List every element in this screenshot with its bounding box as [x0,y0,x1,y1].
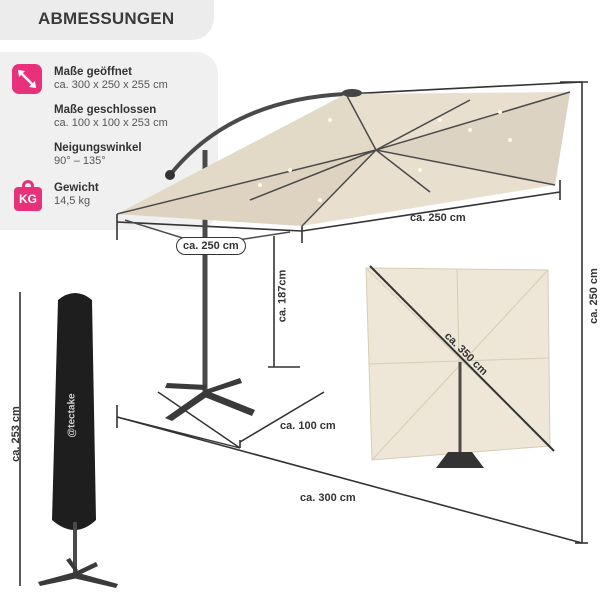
weight-kg-icon: KG [14,180,42,212]
umbrella-canopy [116,89,571,227]
dimension-lines [19,81,588,586]
spec-tilt: Neigungswinkel 90° – 135° [54,142,142,167]
spec-weight-value: 14,5 kg [54,195,91,207]
base-label: ca. 100 cm [280,420,336,432]
spec-open-label: Maße geöffnet [54,66,132,78]
top-view-canopy [365,265,555,468]
spec-open: Maße geöffnet ca. 300 x 250 x 255 cm [54,66,168,91]
spec-tilt-label: Neigungswinkel [54,142,142,154]
spec-closed: Maße geschlossen ca. 100 x 100 x 253 cm [54,104,168,129]
spec-open-value: ca. 300 x 250 x 255 cm [54,79,168,91]
closed-umbrella [38,293,118,588]
spec-tilt-value: 90° – 135° [54,155,106,167]
resize-arrows-icon [12,64,42,94]
kg-icon-text: KG [14,187,42,211]
title-tab: ABMESSUNGEN [0,0,214,40]
under-height-label: ca. 187cm [276,269,289,323]
spec-closed-label: Maße geschlossen [54,104,157,116]
total-height-label: ca. 250 cm [587,268,600,324]
cover-height-label: ca. 253 cm [9,406,22,462]
brand-label: @tectake [66,393,78,438]
spec-weight: Gewicht 14,5 kg [54,182,99,207]
page-title: ABMESSUNGEN [38,9,175,28]
total-length-label: ca. 300 cm [300,492,356,504]
spec-weight-label: Gewicht [54,182,99,194]
canopy-width-label: ca. 250 cm [410,212,466,224]
spec-closed-value: ca. 100 x 100 x 253 cm [54,117,168,129]
canopy-depth-label: ca. 250 cm [176,237,246,255]
umbrella-base [165,378,255,421]
